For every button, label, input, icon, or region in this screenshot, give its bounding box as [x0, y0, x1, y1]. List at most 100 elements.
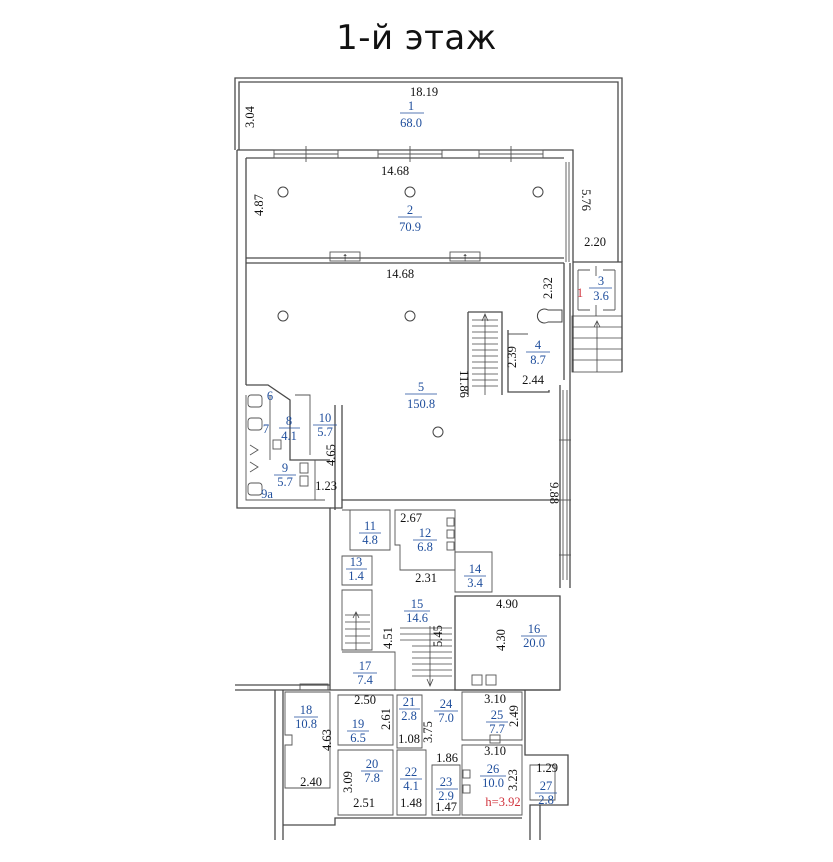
room-4-staircase — [467, 308, 563, 395]
svg-text:9: 9 — [282, 461, 288, 475]
entrance-steps — [571, 315, 623, 373]
svg-text:1.47: 1.47 — [435, 800, 457, 814]
room-label-12: 126.8 — [413, 526, 437, 554]
svg-text:17: 17 — [359, 659, 372, 673]
svg-text:2.8: 2.8 — [401, 709, 417, 723]
svg-text:3.75: 3.75 — [421, 721, 435, 743]
svg-text:4.87: 4.87 — [252, 194, 266, 216]
svg-text:7.7: 7.7 — [489, 722, 505, 736]
svg-text:4.30: 4.30 — [494, 629, 508, 651]
svg-text:6: 6 — [267, 389, 273, 403]
svg-text:4.51: 4.51 — [381, 627, 395, 649]
svg-text:68.0: 68.0 — [400, 116, 422, 130]
svg-text:9a: 9a — [261, 487, 273, 501]
svg-text:4.90: 4.90 — [496, 597, 518, 611]
svg-text:1.08: 1.08 — [398, 732, 420, 746]
wc-block — [236, 384, 343, 690]
svg-text:6.8: 6.8 — [417, 540, 433, 554]
svg-text:11: 11 — [364, 519, 376, 533]
svg-text:8.7: 8.7 — [530, 353, 546, 367]
svg-text:10: 10 — [319, 411, 332, 425]
svg-text:5.45: 5.45 — [431, 625, 445, 647]
svg-text:23: 23 — [440, 775, 453, 789]
svg-text:26: 26 — [487, 762, 500, 776]
svg-text:5: 5 — [418, 380, 424, 394]
svg-text:10.0: 10.0 — [482, 776, 504, 790]
room-label-6: 6 — [267, 389, 273, 403]
room-label-27: 272.8 — [535, 779, 557, 807]
svg-text:2: 2 — [407, 203, 413, 217]
room-label-14: 143.4 — [464, 562, 486, 590]
svg-text:10.8: 10.8 — [295, 717, 317, 731]
room-label-8: 84.1 — [279, 414, 300, 443]
svg-text:27: 27 — [540, 779, 553, 793]
svg-text:1: 1 — [408, 99, 414, 113]
svg-text:2.31: 2.31 — [415, 571, 437, 585]
svg-text:2.44: 2.44 — [522, 373, 545, 387]
svg-text:70.9: 70.9 — [399, 220, 421, 234]
svg-text:4.1: 4.1 — [281, 429, 297, 443]
svg-text:2.49: 2.49 — [507, 705, 521, 727]
room-label-23: 232.9 — [436, 775, 458, 803]
svg-text:3.04: 3.04 — [243, 105, 257, 128]
svg-text:5.7: 5.7 — [277, 475, 293, 489]
svg-text:25: 25 — [491, 708, 504, 722]
svg-text:15: 15 — [411, 597, 424, 611]
room-label-2: 270.9 — [398, 203, 422, 234]
svg-text:7.0: 7.0 — [438, 711, 454, 725]
room-label-7: 7 — [263, 422, 269, 436]
svg-text:150.8: 150.8 — [407, 397, 435, 411]
svg-text:4: 4 — [535, 338, 542, 352]
svg-text:18: 18 — [300, 703, 313, 717]
svg-text:2.8: 2.8 — [538, 793, 554, 807]
svg-text:7.8: 7.8 — [364, 771, 380, 785]
room-label-9a: 9a — [261, 487, 273, 501]
svg-text:14: 14 — [469, 562, 482, 576]
svg-text:1.4: 1.4 — [348, 569, 364, 583]
svg-text:2.61: 2.61 — [379, 708, 393, 730]
svg-text:3.6: 3.6 — [593, 289, 609, 303]
svg-text:1.86: 1.86 — [436, 751, 458, 765]
room-label-5: 5 150.8 — [405, 380, 437, 411]
svg-text:2.32: 2.32 — [541, 277, 555, 299]
svg-text:4.1: 4.1 — [403, 779, 419, 793]
svg-text:20.0: 20.0 — [523, 636, 545, 650]
svg-text:1.29: 1.29 — [536, 761, 558, 775]
svg-text:2.67: 2.67 — [400, 511, 422, 525]
svg-text:↑: ↑ — [462, 250, 468, 264]
windows-top — [273, 146, 544, 162]
annotations: 1 h=3.92 — [485, 286, 583, 809]
room-label-10: 105.7 — [313, 411, 337, 439]
room-label-11: 114.8 — [359, 519, 381, 547]
room-label-25: 257.7 — [486, 708, 508, 736]
svg-text:1.48: 1.48 — [400, 796, 422, 810]
room-label-20: 207.8 — [361, 757, 383, 785]
room-label-22: 224.1 — [400, 765, 422, 793]
svg-text:14.6: 14.6 — [406, 611, 428, 625]
svg-text:3.23: 3.23 — [506, 769, 520, 791]
svg-text:20: 20 — [366, 757, 379, 771]
svg-text:19: 19 — [352, 717, 365, 731]
room-label-9: 95.7 — [274, 461, 296, 489]
svg-text:3.10: 3.10 — [484, 744, 506, 758]
svg-text:16: 16 — [528, 622, 541, 636]
svg-text:4.63: 4.63 — [320, 729, 334, 751]
entrance-mark: 1 — [577, 286, 583, 300]
svg-text:18.19: 18.19 — [410, 85, 438, 99]
svg-text:2.39: 2.39 — [505, 346, 519, 368]
bottom-block — [235, 683, 569, 840]
central-block — [330, 499, 561, 691]
svg-text:7: 7 — [263, 422, 269, 436]
svg-text:14.68: 14.68 — [381, 164, 409, 178]
room-label-24: 247.0 — [434, 697, 458, 725]
room-label-1: 168.0 — [400, 99, 424, 130]
svg-text:4.65: 4.65 — [324, 444, 338, 466]
svg-text:3.09: 3.09 — [341, 771, 355, 793]
svg-text:8: 8 — [286, 414, 292, 428]
svg-text:13: 13 — [350, 555, 363, 569]
